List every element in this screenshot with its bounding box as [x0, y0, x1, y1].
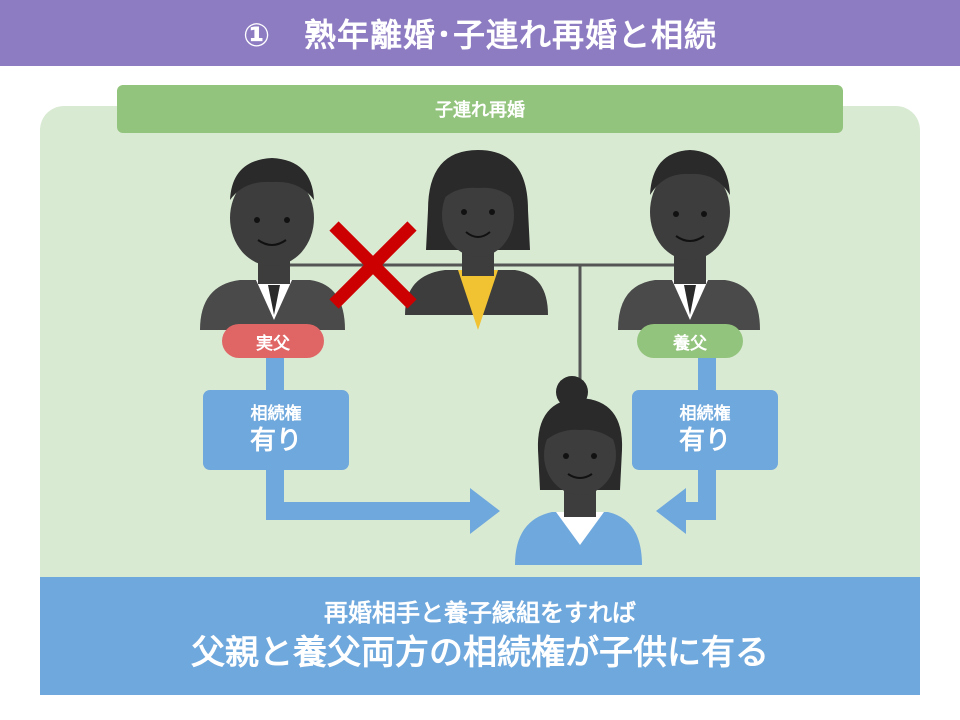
- page-title: ① 熟年離婚･子連れ再婚と相続: [0, 0, 960, 66]
- arrow-icon: [266, 350, 500, 534]
- man-icon: [200, 158, 345, 330]
- conclusion-line1: 再婚相手と養子縁組をすれば: [324, 599, 636, 627]
- conclusion-banner: 再婚相手と養子縁組をすれば 父親と養父両方の相続権が子供に有る: [40, 577, 920, 695]
- page-title-text: ① 熟年離婚･子連れ再婚と相続: [242, 16, 718, 54]
- inheritance-right-line2: 有り: [678, 426, 731, 456]
- conclusion-line2: 父親と養父両方の相続権が子供に有る: [191, 633, 769, 673]
- section-header-text: 子連れ再婚: [435, 100, 525, 121]
- biological-father-label: 実父: [222, 324, 324, 358]
- inheritance-left-line1: 相続権: [250, 404, 302, 424]
- adoptive-father-label-text: 養父: [673, 333, 707, 354]
- adoptive-father-label: 養父: [637, 324, 743, 358]
- arrow-icon: [656, 350, 716, 534]
- cross-mark-icon: [329, 221, 417, 309]
- inheritance-box-left: 相続権 有り: [203, 390, 349, 470]
- inheritance-right-line1: 相続権: [679, 404, 731, 424]
- relationship-lines: [290, 263, 700, 385]
- inheritance-box-right: 相続権 有り: [632, 390, 778, 470]
- woman-icon: [405, 150, 548, 330]
- inheritance-left-line2: 有り: [249, 426, 302, 456]
- biological-father-label-text: 実父: [256, 333, 290, 354]
- man-icon: [618, 150, 760, 330]
- inheritance-arrows: [266, 350, 716, 534]
- section-header: 子連れ再婚: [117, 85, 843, 133]
- child-icon: [515, 376, 642, 565]
